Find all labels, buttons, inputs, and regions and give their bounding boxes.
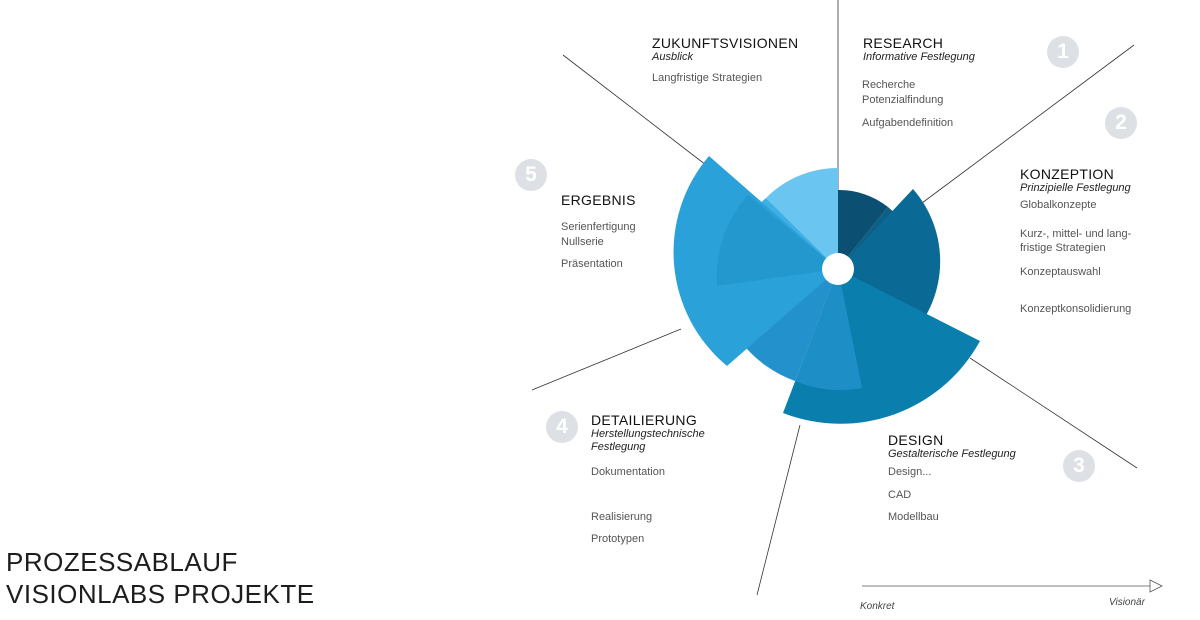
section-detailierung: DETAILIERUNG Herstellungstechnische Fest… — [591, 412, 705, 454]
list-item: Design... — [888, 466, 932, 478]
divider-line — [531, 328, 682, 391]
list-item: Globalkonzepte — [1020, 199, 1097, 211]
konkret-visionaer-axis — [862, 579, 1163, 593]
section-subtitle: Prinzipielle Festlegung — [1020, 182, 1131, 194]
list-item: Prototypen — [591, 533, 645, 545]
list-item: Dokumentation — [591, 466, 665, 478]
section-subtitle: Informative Festlegung — [863, 51, 975, 63]
section-ergebnis: ERGEBNIS — [561, 192, 636, 208]
center-hole — [822, 253, 854, 285]
list-item: Realisierung — [591, 511, 653, 523]
section-design: DESIGN Gestalterische Festlegung — [888, 432, 1016, 461]
segment-ergebnis-inner — [716, 195, 838, 286]
list-item: CAD — [888, 489, 912, 501]
axis-label-visionaer: Visionär — [1109, 597, 1145, 608]
list-item: Nullserie — [561, 236, 604, 248]
page-title: PROZESSABLAUF VISIONLABS PROJEKTE — [6, 546, 315, 610]
axis-label-konkret: Konkret — [860, 601, 895, 612]
step-badge-3: 3 — [1063, 450, 1095, 482]
page-title-line-1: PROZESSABLAUF — [6, 547, 238, 577]
segment-zukunft — [766, 167, 838, 269]
step-badge-5: 5 — [515, 159, 547, 191]
section-title: DETAILIERUNG — [591, 412, 698, 428]
polar-segments — [673, 156, 980, 424]
list-item: Serienfertigung — [561, 221, 636, 233]
section-title: ZUKUNFTSVISIONEN — [652, 35, 799, 51]
section-konzeption: KONZEPTION Prinzipielle Festlegung — [1020, 166, 1131, 195]
list-item: Modellbau — [888, 511, 939, 523]
divider-line — [969, 357, 1138, 469]
divider-line — [917, 44, 1135, 207]
step-badge-4: 4 — [546, 411, 578, 443]
list-item: Recherche — [862, 79, 916, 91]
section-subtitle: Gestalterische Festlegung — [888, 448, 1016, 460]
list-item: Potenzialfindung — [862, 94, 944, 106]
list-item: Aufgabendefinition — [862, 117, 954, 129]
segment-research — [838, 189, 888, 269]
section-title: ERGEBNIS — [561, 192, 636, 208]
section-subtitle: Herstellungstechnische Festlegung — [591, 428, 705, 453]
list-item: Präsentation — [561, 258, 623, 270]
divider-line — [756, 424, 801, 596]
step-badge-2: 2 — [1105, 107, 1137, 139]
segment-konzeption — [838, 189, 941, 336]
section-subtitle: Ausblick — [652, 51, 693, 63]
section-title: KONZEPTION — [1020, 166, 1115, 182]
section-title: RESEARCH — [863, 35, 944, 51]
list-item: Langfristige Strategien — [652, 72, 763, 84]
page-title-line-2: VISIONLABS PROJEKTE — [6, 579, 315, 609]
list-item: Kurz-, mittel- und lang- fristige Strate… — [1020, 228, 1132, 254]
list-item: Konzeptkonsolidierung — [1020, 303, 1132, 315]
divider-line — [562, 54, 707, 166]
section-title: DESIGN — [888, 432, 944, 448]
segment-detailierung-inner — [795, 269, 862, 390]
list-item: Konzeptauswahl — [1020, 266, 1101, 278]
section-research: RESEARCH Informative Festlegung — [863, 35, 975, 64]
section-zukunftsvisionen: ZUKUNFTSVISIONEN Ausblick — [652, 35, 798, 64]
step-badge-1: 1 — [1047, 36, 1079, 68]
